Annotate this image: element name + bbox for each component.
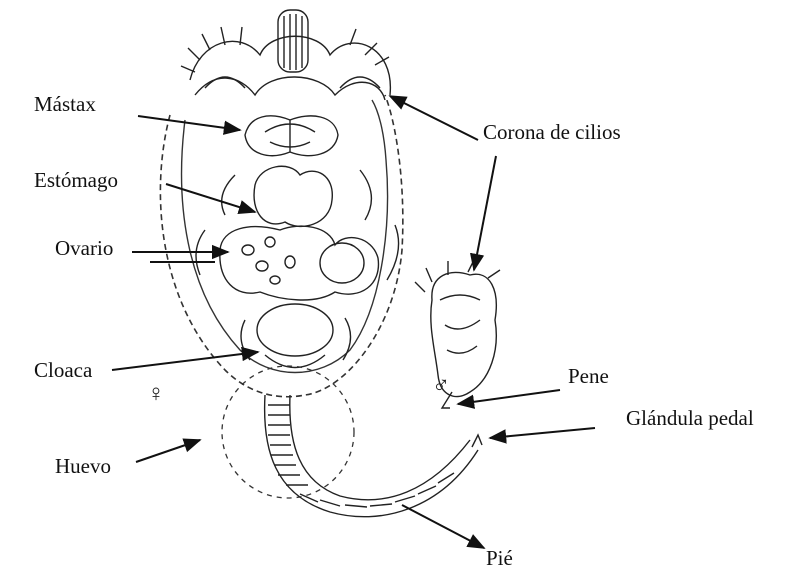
label-ovario: Ovario <box>55 238 113 259</box>
female-foot <box>265 395 482 517</box>
label-cloaca: Cloaca <box>34 360 92 381</box>
label-mastax: Mástax <box>34 94 96 115</box>
mastax-pointer <box>138 116 240 130</box>
female-symbol-icon: ♀ <box>147 382 165 406</box>
pie-pointer <box>402 505 484 548</box>
cloaca-pointer <box>112 352 258 370</box>
female-mastax <box>245 116 338 156</box>
label-estomago: Estómago <box>34 170 118 191</box>
female-body-inner-outline <box>182 100 388 373</box>
corona-pointer-1 <box>390 96 478 140</box>
huevo-pointer <box>136 440 200 462</box>
glandula-pointer <box>490 428 595 438</box>
female-corona <box>181 10 390 100</box>
label-corona: Corona de cilios <box>483 122 621 143</box>
corona-pointer-2 <box>474 156 496 270</box>
pointer-lines <box>112 96 595 548</box>
egg-outline <box>222 366 354 498</box>
male-symbol-icon: ♂ <box>432 374 450 398</box>
male-rotifer <box>415 260 500 408</box>
female-stomach <box>222 166 372 226</box>
label-glandula: Glándula pedal <box>626 408 754 429</box>
female-cloaca <box>241 304 351 368</box>
pene-pointer <box>458 390 560 404</box>
label-huevo: Huevo <box>55 456 111 477</box>
label-pie: Pié <box>486 548 513 569</box>
label-pene: Pene <box>568 366 609 387</box>
female-ovary <box>196 225 399 300</box>
estomago-pointer <box>166 184 255 212</box>
